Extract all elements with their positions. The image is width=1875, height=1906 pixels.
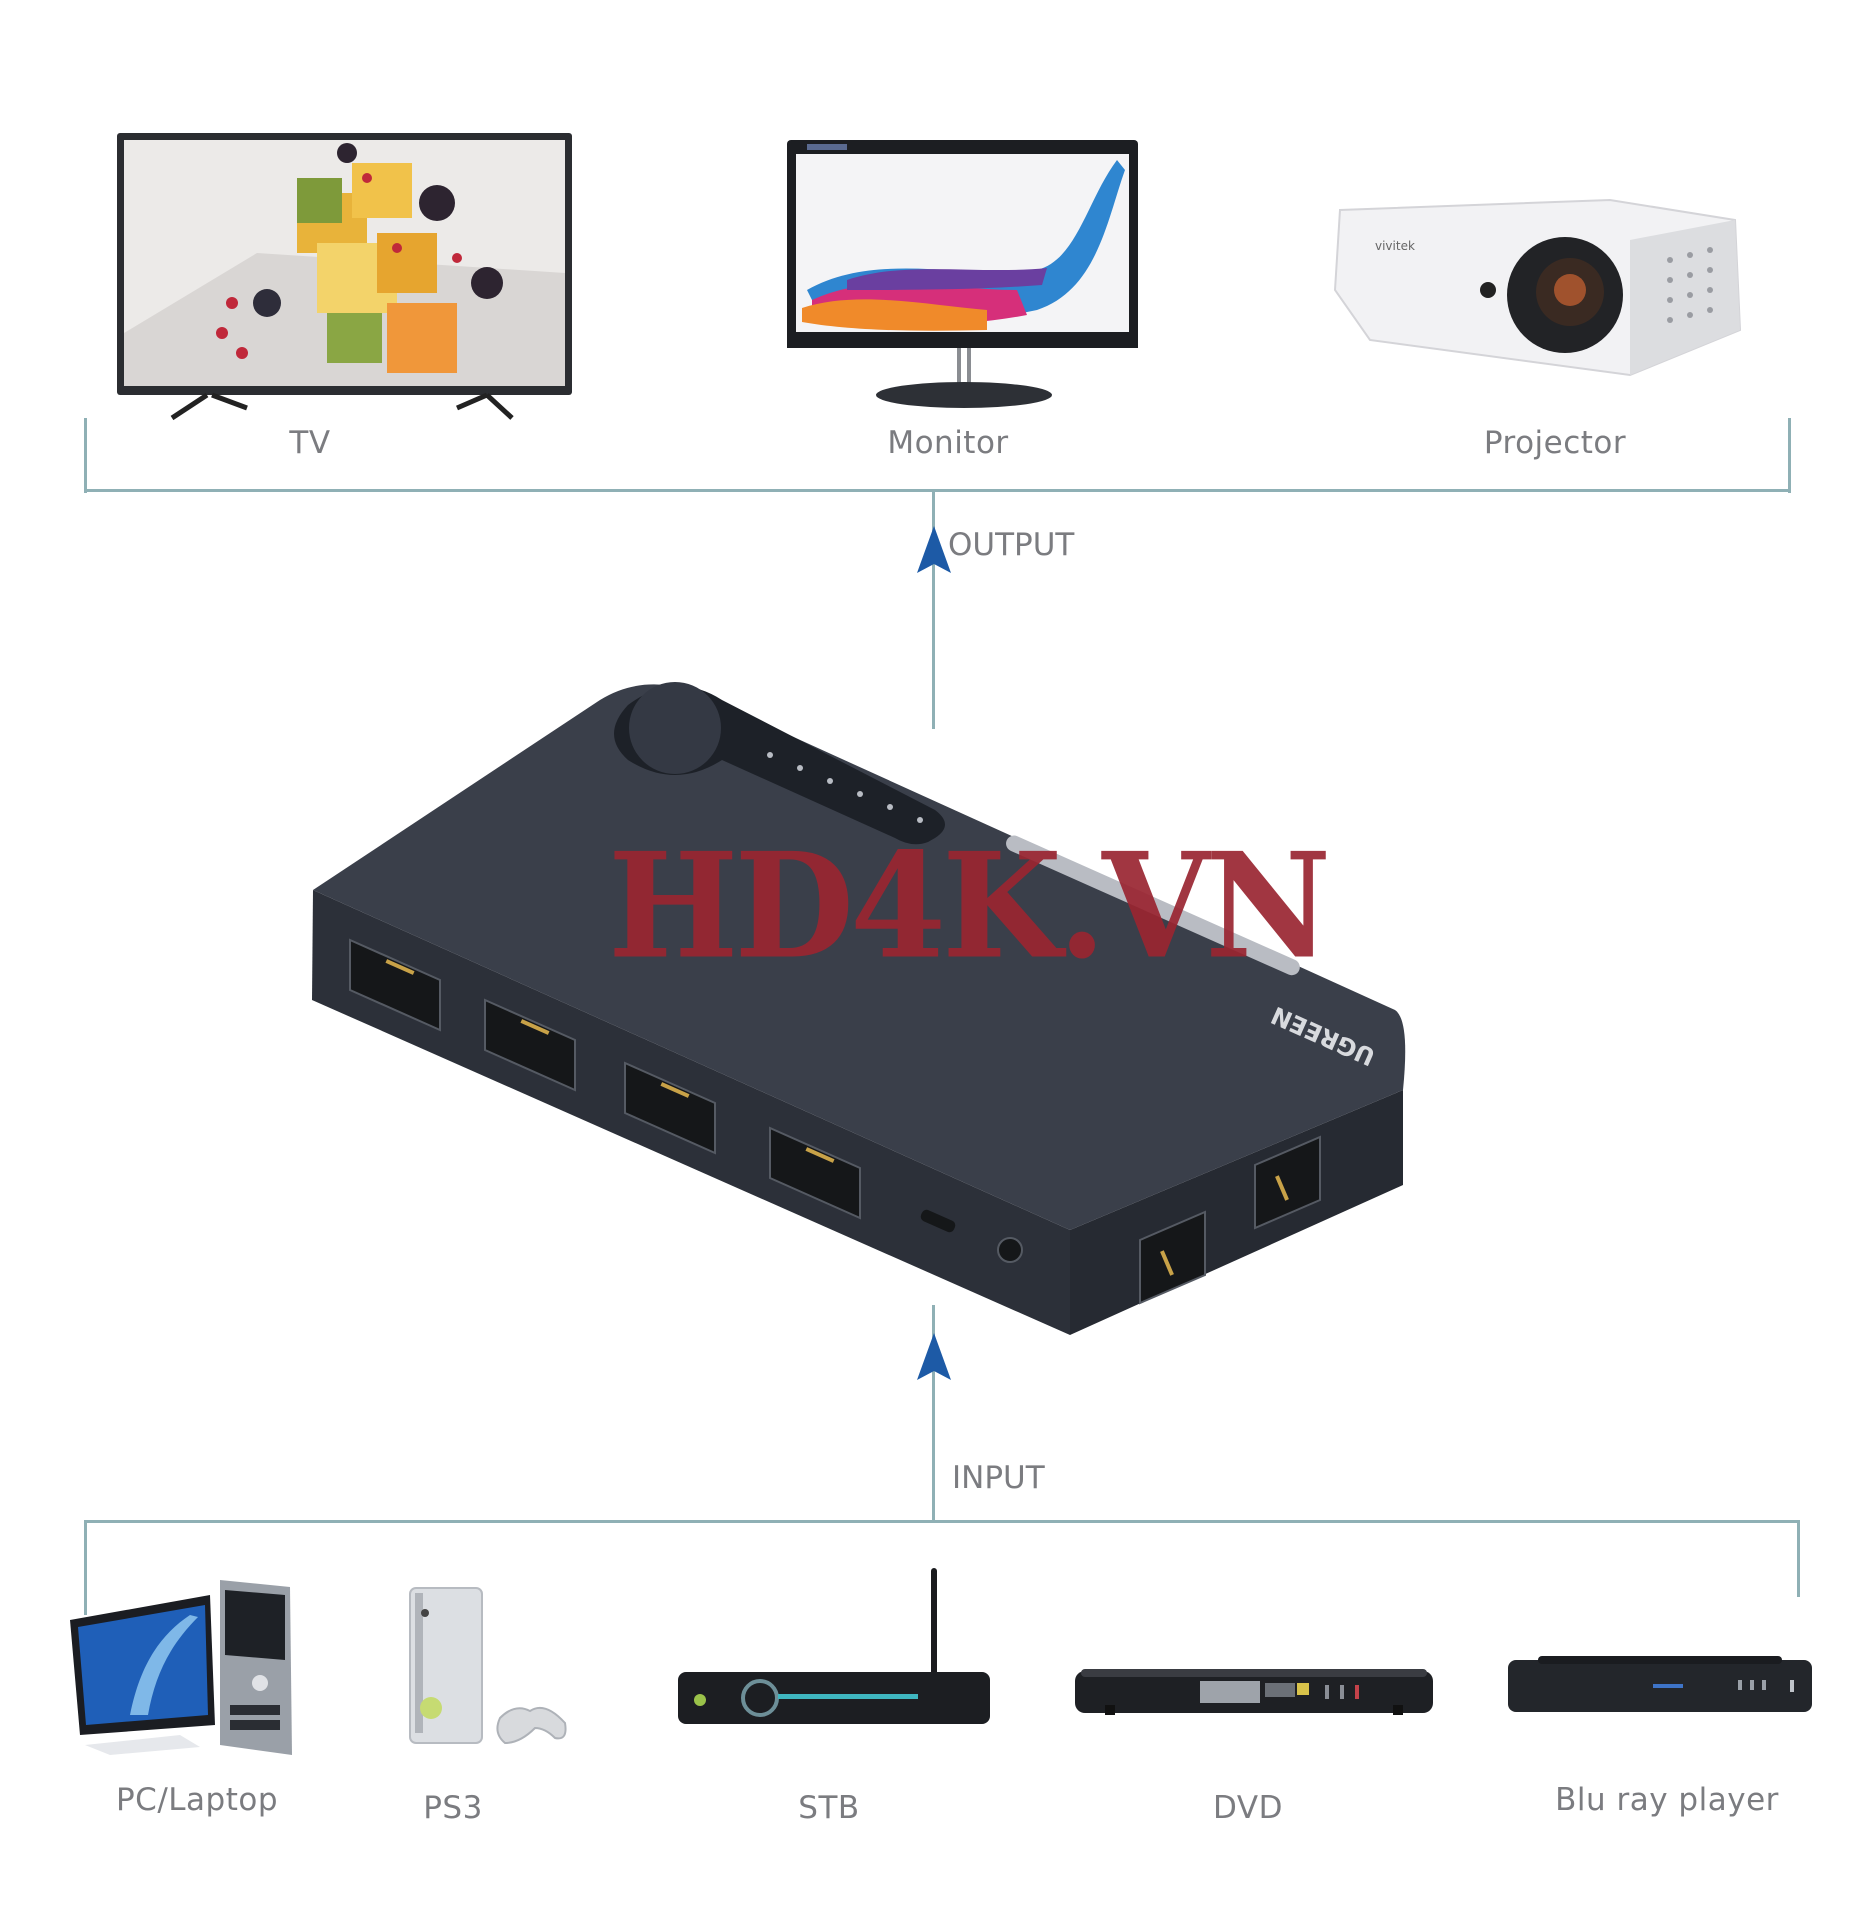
input-arrow-icon	[917, 1333, 951, 1380]
output-label-monitor: Monitor	[887, 425, 1009, 461]
game-console-icon	[409, 1587, 567, 1745]
desktop-pc-icon	[70, 1580, 292, 1755]
input-select-button	[629, 682, 721, 774]
set-top-box-icon	[678, 1568, 990, 1724]
input-trunk-line	[932, 1305, 935, 1523]
output-bracket-left	[84, 418, 87, 493]
input-label-dvd: DVD	[1213, 1790, 1283, 1826]
output-label-tv: TV	[289, 425, 331, 461]
input-bracket-left	[84, 1520, 87, 1615]
input-label-stb: STB	[798, 1790, 860, 1826]
projector-icon: vivitek	[1333, 198, 1742, 377]
output-arrow-icon	[917, 526, 951, 573]
monitor-icon	[787, 140, 1138, 408]
output-flow-label: OUTPUT	[948, 527, 1075, 563]
input-label-pc: PC/Laptop	[115, 1782, 279, 1818]
dvd-player-icon	[1075, 1669, 1433, 1715]
input-bracket-right	[1797, 1520, 1800, 1597]
output-trunk-line	[932, 489, 935, 729]
hdmi-switch-device: UGREEN	[312, 682, 1406, 1335]
tv-icon	[117, 133, 572, 421]
output-label-projector: Projector	[1483, 425, 1627, 461]
input-label-ps3: PS3	[423, 1790, 483, 1826]
svg-text:vivitek: vivitek	[1375, 239, 1415, 253]
input-label-bluray: Blu ray player	[1555, 1782, 1779, 1818]
output-bus-line	[84, 489, 1791, 492]
input-bus-line	[84, 1520, 1800, 1523]
bluray-player-icon	[1508, 1656, 1812, 1712]
watermark-text: HD4K.VN	[608, 820, 1331, 992]
output-bracket-right	[1788, 418, 1791, 493]
input-flow-label: INPUT	[952, 1460, 1045, 1496]
